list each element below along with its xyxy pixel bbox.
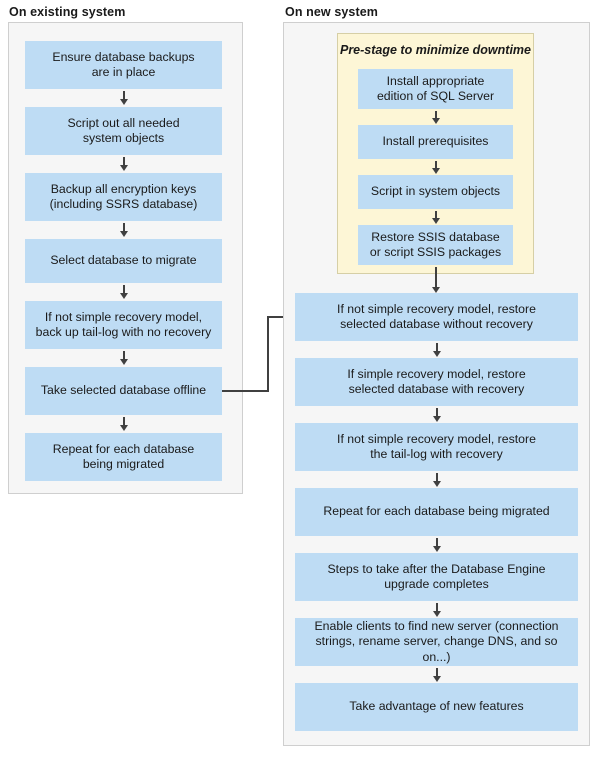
step-line: Take advantage of new features [349, 699, 524, 714]
step-line: strings, rename server, change DNS, and … [315, 634, 558, 664]
step-line: Script out all needed [67, 115, 180, 130]
step-line: upgrade completes [384, 577, 489, 591]
step-line: Steps to take after the Database Engine [327, 561, 546, 576]
step-restore-ssis-database[interactable]: Restore SSIS database or script SSIS pac… [358, 225, 513, 265]
step-line: edition of SQL Server [376, 89, 495, 103]
step-line: the tail-log with recovery [370, 447, 503, 461]
arrow-down-icon [430, 111, 441, 124]
arrow-down-icon [431, 473, 442, 487]
step-restore-tail-log[interactable]: If not simple recovery model, restore th… [295, 423, 578, 471]
step-line: Restore SSIS database [371, 229, 500, 244]
step-line: Backup all encryption keys [50, 181, 197, 196]
column-heading-new-system: On new system [285, 5, 378, 19]
step-line: are in place [91, 65, 156, 79]
step-take-advantage-new-features[interactable]: Take advantage of new features [295, 683, 578, 731]
step-line: being migrated [82, 457, 165, 471]
step-line: Install prerequisites [382, 134, 489, 149]
step-install-appropriate-edition[interactable]: Install appropriate edition of SQL Serve… [358, 69, 513, 109]
arrow-down-icon [430, 267, 441, 293]
arrow-down-icon [118, 417, 129, 431]
step-backup-tail-log[interactable]: If not simple recovery model, back up ta… [25, 301, 222, 349]
step-line: Enable clients to find new server (conne… [314, 618, 559, 633]
step-enable-clients-find-server[interactable]: Enable clients to find new server (conne… [295, 618, 578, 666]
step-line: selected database with recovery [348, 382, 525, 396]
step-script-out-system-objects[interactable]: Script out all needed system objects [25, 107, 222, 155]
step-select-database-to-migrate[interactable]: Select database to migrate [25, 239, 222, 283]
step-line: Select database to migrate [50, 253, 197, 268]
connector-segment [222, 390, 269, 392]
arrow-down-icon [431, 603, 442, 617]
step-line: If simple recovery model, restore [347, 366, 526, 381]
arrow-down-icon [118, 91, 129, 105]
step-line: If not simple recovery model, restore [337, 431, 536, 446]
step-line: If not simple recovery model, restore [337, 301, 536, 316]
arrow-down-icon [118, 223, 129, 237]
step-line: back up tail-log with no recovery [35, 325, 212, 339]
connector-segment [267, 316, 289, 318]
arrow-down-icon [430, 211, 441, 224]
step-line: selected database without recovery [340, 317, 533, 331]
step-line: system objects [82, 131, 165, 145]
arrow-down-icon [118, 285, 129, 299]
arrow-down-icon [430, 161, 441, 174]
group-pre-stage-title: Pre-stage to minimize downtime [339, 43, 531, 57]
step-script-in-system-objects[interactable]: Script in system objects [358, 175, 513, 209]
step-restore-without-recovery[interactable]: If not simple recovery model, restore se… [295, 293, 578, 341]
step-line: Ensure database backups [52, 49, 195, 64]
step-install-prerequisites[interactable]: Install prerequisites [358, 125, 513, 159]
arrow-down-icon [431, 343, 442, 357]
step-repeat-for-each-database-right[interactable]: Repeat for each database being migrated [295, 488, 578, 536]
step-restore-with-recovery[interactable]: If simple recovery model, restore select… [295, 358, 578, 406]
connector-segment [267, 316, 269, 392]
step-line: Install appropriate [386, 73, 485, 88]
step-line: If not simple recovery model, [44, 309, 203, 324]
step-line: or script SSIS packages [369, 245, 502, 259]
arrow-down-icon [118, 351, 129, 365]
step-line: Repeat for each database being migrated [323, 504, 550, 519]
arrow-down-icon [431, 538, 442, 552]
arrow-down-icon [431, 668, 442, 682]
step-post-upgrade-steps[interactable]: Steps to take after the Database Engine … [295, 553, 578, 601]
step-line: Script in system objects [370, 184, 501, 199]
step-line: Repeat for each database [52, 441, 195, 456]
step-ensure-backups[interactable]: Ensure database backups are in place [25, 41, 222, 89]
arrow-down-icon [431, 408, 442, 422]
column-heading-existing-system: On existing system [9, 5, 126, 19]
step-line: Take selected database offline [40, 383, 207, 398]
step-repeat-for-each-database[interactable]: Repeat for each database being migrated [25, 433, 222, 481]
step-line: (including SSRS database) [49, 197, 198, 211]
arrow-down-icon [118, 157, 129, 171]
step-backup-encryption-keys[interactable]: Backup all encryption keys (including SS… [25, 173, 222, 221]
step-take-selected-database-offline[interactable]: Take selected database offline [25, 367, 222, 415]
